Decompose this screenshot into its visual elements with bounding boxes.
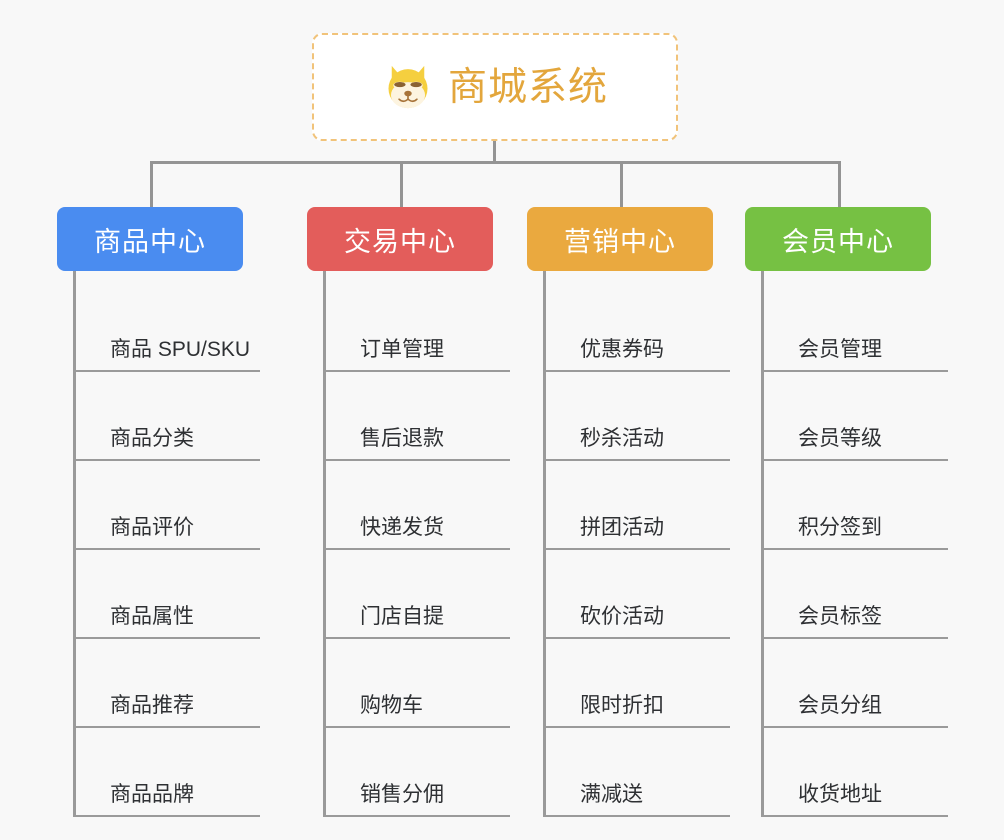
list-item[interactable]: 积分签到 [764, 461, 948, 550]
dog-face-icon [388, 65, 428, 109]
list-item[interactable]: 会员管理 [764, 283, 948, 372]
list-item[interactable]: 商品分类 [76, 372, 260, 461]
category-header-member-center[interactable]: 会员中心 [745, 207, 931, 271]
leaf-label: 商品品牌 [76, 783, 260, 817]
category-label: 会员中心 [782, 226, 894, 257]
category-label: 营销中心 [564, 226, 676, 257]
list-item[interactable]: 门店自提 [326, 550, 510, 639]
list-item[interactable]: 订单管理 [326, 283, 510, 372]
category-label: 交易中心 [344, 226, 456, 257]
leaf-list-marketing-center: 优惠券码 秒杀活动 拼团活动 砍价活动 限时折扣 满减送 [543, 271, 730, 817]
leaf-label: 积分签到 [764, 516, 948, 550]
leaf-label: 会员管理 [764, 338, 948, 372]
list-item[interactable]: 优惠券码 [546, 283, 730, 372]
leaf-label: 优惠券码 [546, 338, 730, 372]
leaf-label: 会员标签 [764, 605, 948, 639]
leaf-label: 快递发货 [326, 516, 510, 550]
leaf-label: 拼团活动 [546, 516, 730, 550]
leaf-label: 收货地址 [764, 783, 948, 817]
list-item[interactable]: 秒杀活动 [546, 372, 730, 461]
category-label: 商品中心 [94, 226, 206, 257]
connector-drop-2 [400, 161, 403, 207]
list-item[interactable]: 会员等级 [764, 372, 948, 461]
leaf-list-trade-center: 订单管理 售后退款 快递发货 门店自提 购物车 销售分佣 [323, 271, 510, 817]
leaf-label: 限时折扣 [546, 694, 730, 728]
connector-drop-3 [620, 161, 623, 207]
list-item[interactable]: 限时折扣 [546, 639, 730, 728]
connector-horizontal-bus [150, 161, 841, 164]
root-title: 商城系统 [447, 65, 608, 109]
category-header-product-center[interactable]: 商品中心 [57, 207, 243, 271]
list-item[interactable]: 商品推荐 [76, 639, 260, 728]
list-item[interactable]: 销售分佣 [326, 728, 510, 817]
list-item[interactable]: 快递发货 [326, 461, 510, 550]
leaf-list-product-center: 商品 SPU/SKU 商品分类 商品评价 商品属性 商品推荐 商品品牌 [73, 271, 260, 817]
list-item[interactable]: 购物车 [326, 639, 510, 728]
branch-column-product-center: 商品中心 商品 SPU/SKU 商品分类 商品评价 商品属性 商品推荐 商品品牌 [57, 207, 260, 817]
leaf-label: 商品评价 [76, 516, 260, 550]
list-item[interactable]: 收货地址 [764, 728, 948, 817]
leaf-list-member-center: 会员管理 会员等级 积分签到 会员标签 会员分组 收货地址 [761, 271, 948, 817]
list-item[interactable]: 会员分组 [764, 639, 948, 728]
list-item[interactable]: 商品评价 [76, 461, 260, 550]
leaf-label: 门店自提 [326, 605, 510, 639]
branch-column-trade-center: 交易中心 订单管理 售后退款 快递发货 门店自提 购物车 销售分佣 [307, 207, 510, 817]
list-item[interactable]: 满减送 [546, 728, 730, 817]
branch-column-marketing-center: 营销中心 优惠券码 秒杀活动 拼团活动 砍价活动 限时折扣 满减送 [527, 207, 730, 817]
category-header-marketing-center[interactable]: 营销中心 [527, 207, 713, 271]
leaf-label: 商品属性 [76, 605, 260, 639]
category-header-trade-center[interactable]: 交易中心 [307, 207, 493, 271]
leaf-label: 商品推荐 [76, 694, 260, 728]
list-item[interactable]: 砍价活动 [546, 550, 730, 639]
leaf-label: 会员等级 [764, 427, 948, 461]
list-item[interactable]: 商品 SPU/SKU [76, 283, 260, 372]
list-item[interactable]: 商品属性 [76, 550, 260, 639]
connector-root-stem [493, 141, 496, 163]
leaf-label: 砍价活动 [546, 605, 730, 639]
leaf-label: 商品 SPU/SKU [76, 338, 260, 372]
leaf-label: 商品分类 [76, 427, 260, 461]
branch-column-member-center: 会员中心 会员管理 会员等级 积分签到 会员标签 会员分组 收货地址 [745, 207, 948, 817]
list-item[interactable]: 售后退款 [326, 372, 510, 461]
leaf-label: 销售分佣 [326, 783, 510, 817]
leaf-label: 购物车 [326, 694, 510, 728]
leaf-label: 秒杀活动 [546, 427, 730, 461]
connector-drop-4 [838, 161, 841, 207]
leaf-label: 订单管理 [326, 338, 510, 372]
leaf-label: 满减送 [546, 783, 730, 817]
leaf-label: 会员分组 [764, 694, 948, 728]
leaf-label: 售后退款 [326, 427, 510, 461]
list-item[interactable]: 商品品牌 [76, 728, 260, 817]
list-item[interactable]: 拼团活动 [546, 461, 730, 550]
connector-drop-1 [150, 161, 153, 207]
root-node[interactable]: 商城系统 [312, 33, 678, 141]
list-item[interactable]: 会员标签 [764, 550, 948, 639]
